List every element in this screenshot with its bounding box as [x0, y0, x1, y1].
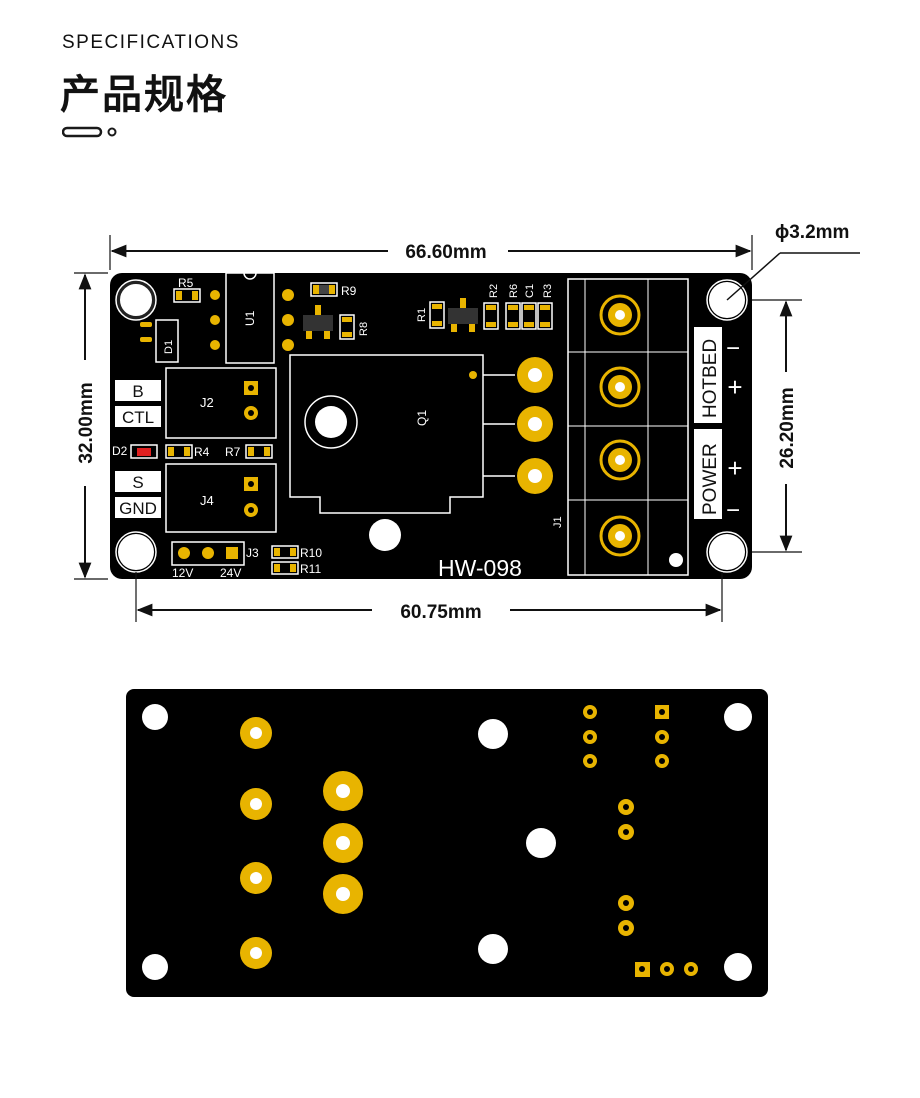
terminal-sign-minus: −: [726, 335, 740, 362]
dimension-hole-vertical: 26.20mm: [752, 299, 802, 553]
dimension-hole-horizontal: 60.75mm: [135, 572, 723, 623]
terminal-sign-minus: −: [726, 497, 740, 524]
label-j2: J2: [200, 395, 214, 410]
mounting-hole: [115, 531, 157, 573]
dimension-height: 32.00mm: [74, 272, 108, 580]
dim-hole-diameter-label: ϕ3.2mm: [775, 222, 849, 243]
dim-hole-horizontal-label: 60.75mm: [400, 602, 481, 623]
pcb-bottom-view: [126, 689, 768, 997]
label-r11: R11: [300, 562, 321, 576]
q1-outline: [289, 354, 484, 514]
label-d1: D1: [163, 340, 175, 354]
terminal-pad: [599, 366, 641, 408]
mounting-hole: [724, 953, 752, 981]
pin-label-12v: 12V: [172, 566, 193, 580]
terminal-label-hotbed: HOTBED: [700, 339, 721, 418]
label-r10: R10: [300, 546, 322, 560]
mounting-hole: [142, 954, 168, 980]
pin-label-b: B: [132, 382, 143, 401]
pin-label-24v: 24V: [220, 566, 241, 580]
label-r1: R1: [416, 308, 428, 322]
dimension-width: 66.60mm: [109, 235, 753, 270]
terminal-label-power: POWER: [700, 443, 721, 515]
dim-width-label: 66.60mm: [405, 242, 486, 263]
label-c1: C1: [524, 284, 536, 298]
pin-label-s: S: [132, 473, 143, 492]
mounting-hole: [142, 704, 168, 730]
power-label-box: [694, 429, 722, 519]
section-title-en: SPECIFICATIONS: [62, 32, 240, 53]
label-r7: R7: [225, 445, 241, 459]
terminal-pad: [599, 515, 641, 557]
mounting-hole: [115, 279, 157, 321]
pin-label-gnd: GND: [119, 499, 157, 518]
dim-hole-vertical-label: 26.20mm: [777, 387, 798, 468]
label-q1: Q1: [415, 410, 429, 426]
mounting-hole: [369, 519, 401, 551]
pcb-top-view: R5 D1 U1 R9 R8 R1: [110, 272, 752, 581]
label-r8: R8: [358, 322, 370, 336]
title-underline-mark: [62, 126, 117, 138]
terminal-pad: [599, 439, 641, 481]
label-j1: J1: [552, 516, 564, 528]
pin-label-b-box: [115, 380, 161, 401]
mounting-hole: [706, 531, 748, 573]
label-d2: D2: [112, 444, 128, 458]
label-r2: R2: [488, 284, 500, 298]
terminal-pad: [599, 294, 641, 336]
terminal-sign-plus: +: [727, 453, 742, 483]
label-r5: R5: [178, 276, 194, 290]
board-model-label: HW-098: [438, 555, 522, 581]
label-r9: R9: [341, 284, 357, 298]
label-j3: J3: [246, 546, 259, 560]
hotbed-label-box: [694, 327, 722, 423]
j1-terminal-block: [567, 278, 689, 576]
section-title-cn: 产品规格: [60, 72, 228, 118]
mounting-hole: [724, 703, 752, 731]
terminal-sign-plus: +: [727, 372, 742, 402]
dim-height-label: 32.00mm: [76, 382, 97, 463]
label-u1: U1: [243, 310, 257, 326]
label-r3: R3: [542, 284, 554, 298]
label-j4: J4: [200, 493, 214, 508]
label-r4: R4: [194, 445, 210, 459]
label-r6: R6: [508, 284, 520, 298]
dimension-hole-diameter: ϕ3.2mm: [726, 222, 860, 301]
pin-label-ctl: CTL: [122, 408, 154, 427]
